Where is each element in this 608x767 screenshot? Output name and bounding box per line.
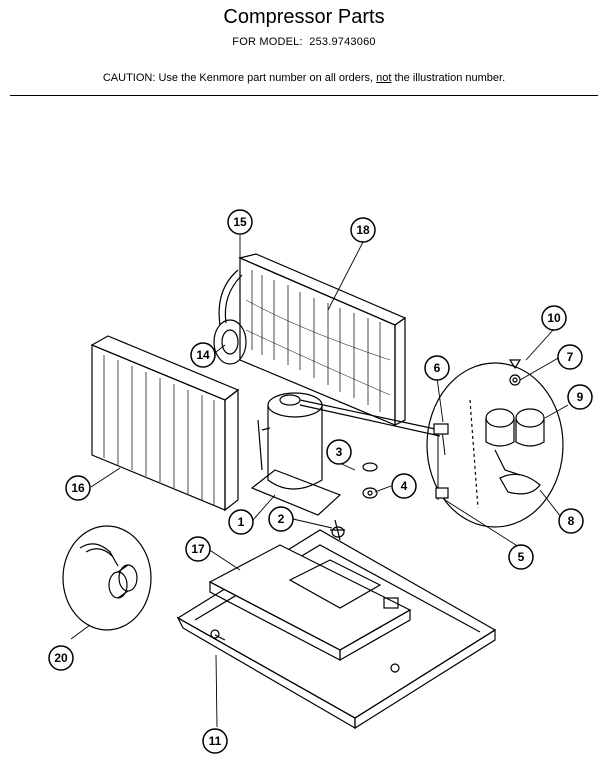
callout-10: 10 bbox=[541, 305, 567, 331]
model-line: FOR MODEL: 253.9743060 bbox=[0, 36, 608, 48]
callout-number: 10 bbox=[547, 311, 561, 325]
callout-circle bbox=[350, 217, 376, 243]
callout-11: 11 bbox=[202, 728, 228, 754]
callout-circle bbox=[185, 536, 211, 562]
condenser-coil-rear bbox=[238, 253, 407, 426]
callout-number: 20 bbox=[54, 651, 68, 665]
leader-lines bbox=[70, 235, 569, 728]
page-title: Compressor Parts bbox=[223, 6, 385, 28]
callout-circle bbox=[541, 305, 567, 331]
callout-number: 9 bbox=[577, 390, 584, 404]
caution-note: CAUTION: Use the Kenmore part number on … bbox=[0, 72, 608, 84]
callout-circle bbox=[558, 508, 584, 534]
fan-motor bbox=[213, 269, 247, 365]
compressor bbox=[250, 392, 342, 516]
callout-circle bbox=[557, 344, 583, 370]
callout-circle bbox=[48, 645, 74, 671]
callout-circle bbox=[228, 509, 254, 535]
callout-number: 8 bbox=[568, 514, 575, 528]
caution-emphasis: not bbox=[376, 72, 392, 84]
callout-circle bbox=[227, 209, 253, 235]
callout-circle bbox=[326, 439, 352, 465]
caution-suffix: the illustration number. bbox=[391, 72, 506, 84]
model-label: FOR MODEL: bbox=[232, 36, 303, 48]
callout-number: 14 bbox=[196, 348, 210, 362]
callout-number: 11 bbox=[209, 734, 222, 748]
callout-8: 8 bbox=[558, 508, 584, 534]
callout-18: 18 bbox=[350, 217, 376, 243]
callout-6: 6 bbox=[424, 355, 450, 381]
model-number: 253.9743060 bbox=[309, 36, 376, 48]
callout-number: 2 bbox=[278, 512, 285, 526]
callout-circle bbox=[567, 384, 593, 410]
callout-number: 18 bbox=[356, 223, 370, 237]
callout-number: 17 bbox=[191, 542, 205, 556]
callout-number: 7 bbox=[567, 350, 574, 364]
drip-pan bbox=[208, 544, 412, 662]
callout-2: 2 bbox=[268, 506, 294, 532]
callout-number: 3 bbox=[336, 445, 343, 459]
callout-5: 5 bbox=[508, 544, 534, 570]
evaporator-coil-front bbox=[90, 335, 240, 512]
callout-number: 1 bbox=[238, 515, 245, 529]
caution-prefix: CAUTION: Use the Kenmore part number on … bbox=[102, 72, 377, 84]
callout-number: 5 bbox=[518, 550, 525, 564]
callout-number: 16 bbox=[71, 481, 85, 495]
callout-20: 20 bbox=[48, 645, 74, 671]
callout-1: 1 bbox=[228, 509, 254, 535]
callout-number: 15 bbox=[233, 215, 247, 229]
callout-circle bbox=[508, 544, 534, 570]
header-divider bbox=[10, 95, 598, 96]
refrigerant-line bbox=[299, 399, 441, 437]
callout-4: 4 bbox=[391, 473, 417, 499]
callout-circle bbox=[65, 475, 91, 501]
callout-number: 6 bbox=[434, 361, 441, 375]
callout-7: 7 bbox=[557, 344, 583, 370]
callout-3: 3 bbox=[326, 439, 352, 465]
callout-circle bbox=[202, 728, 228, 754]
callout-14: 14 bbox=[190, 342, 216, 368]
callout-circle bbox=[424, 355, 450, 381]
callout-number: 4 bbox=[401, 479, 408, 493]
callout-17: 17 bbox=[185, 536, 211, 562]
detail-circle-clamp bbox=[62, 525, 152, 631]
detail-circle-capacitor bbox=[426, 359, 564, 528]
callout-9: 9 bbox=[567, 384, 593, 410]
callout-circle bbox=[391, 473, 417, 499]
grommets bbox=[330, 462, 378, 541]
callout-circle bbox=[190, 342, 216, 368]
callout-15: 15 bbox=[227, 209, 253, 235]
callout-16: 16 bbox=[65, 475, 91, 501]
callout-circle bbox=[268, 506, 294, 532]
